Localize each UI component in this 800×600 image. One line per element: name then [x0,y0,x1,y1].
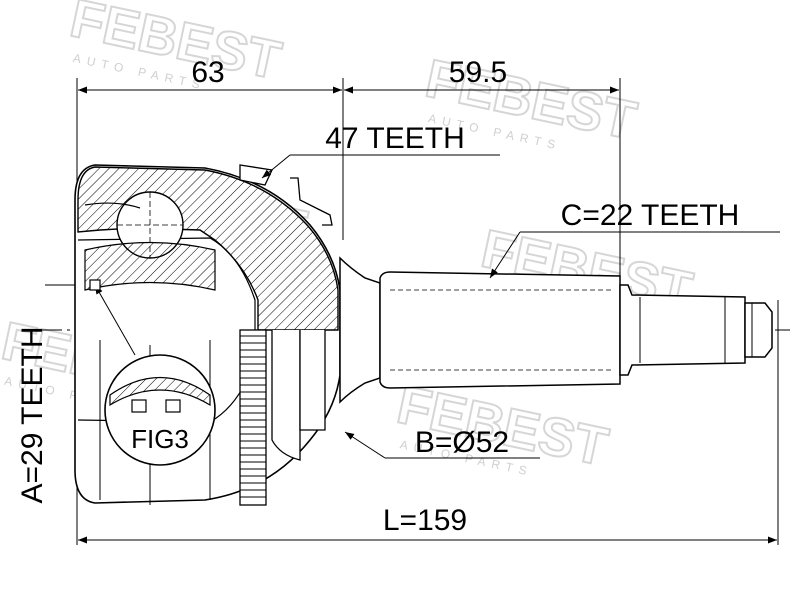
abs-teeth-leader-line [261,154,291,179]
fig3-detail: FIG3 [104,354,216,466]
ball-cage-upper [84,191,216,291]
outer-spline-leader-line [489,231,521,279]
boot-diameter-label: B=Ø52 [415,426,509,459]
abs-teeth-label: 47 TEETH [325,122,465,155]
outer-spline-label: C=22 TEETH [561,199,740,232]
total-length-label: L=159 [383,504,467,537]
shaft-length-label: 59.5 [449,56,507,89]
fig3-label: FIG3 [131,424,189,454]
fig3-leader-line [94,284,136,356]
output-shaft [339,256,773,404]
abs-ring [239,329,267,506]
boot-diameter-leader-line [344,431,386,459]
housing-length-label: 63 [191,56,224,89]
inner-spline-label: A=29 TEETH [16,326,49,503]
flange [271,330,326,461]
spline-detail-marker [89,279,101,291]
